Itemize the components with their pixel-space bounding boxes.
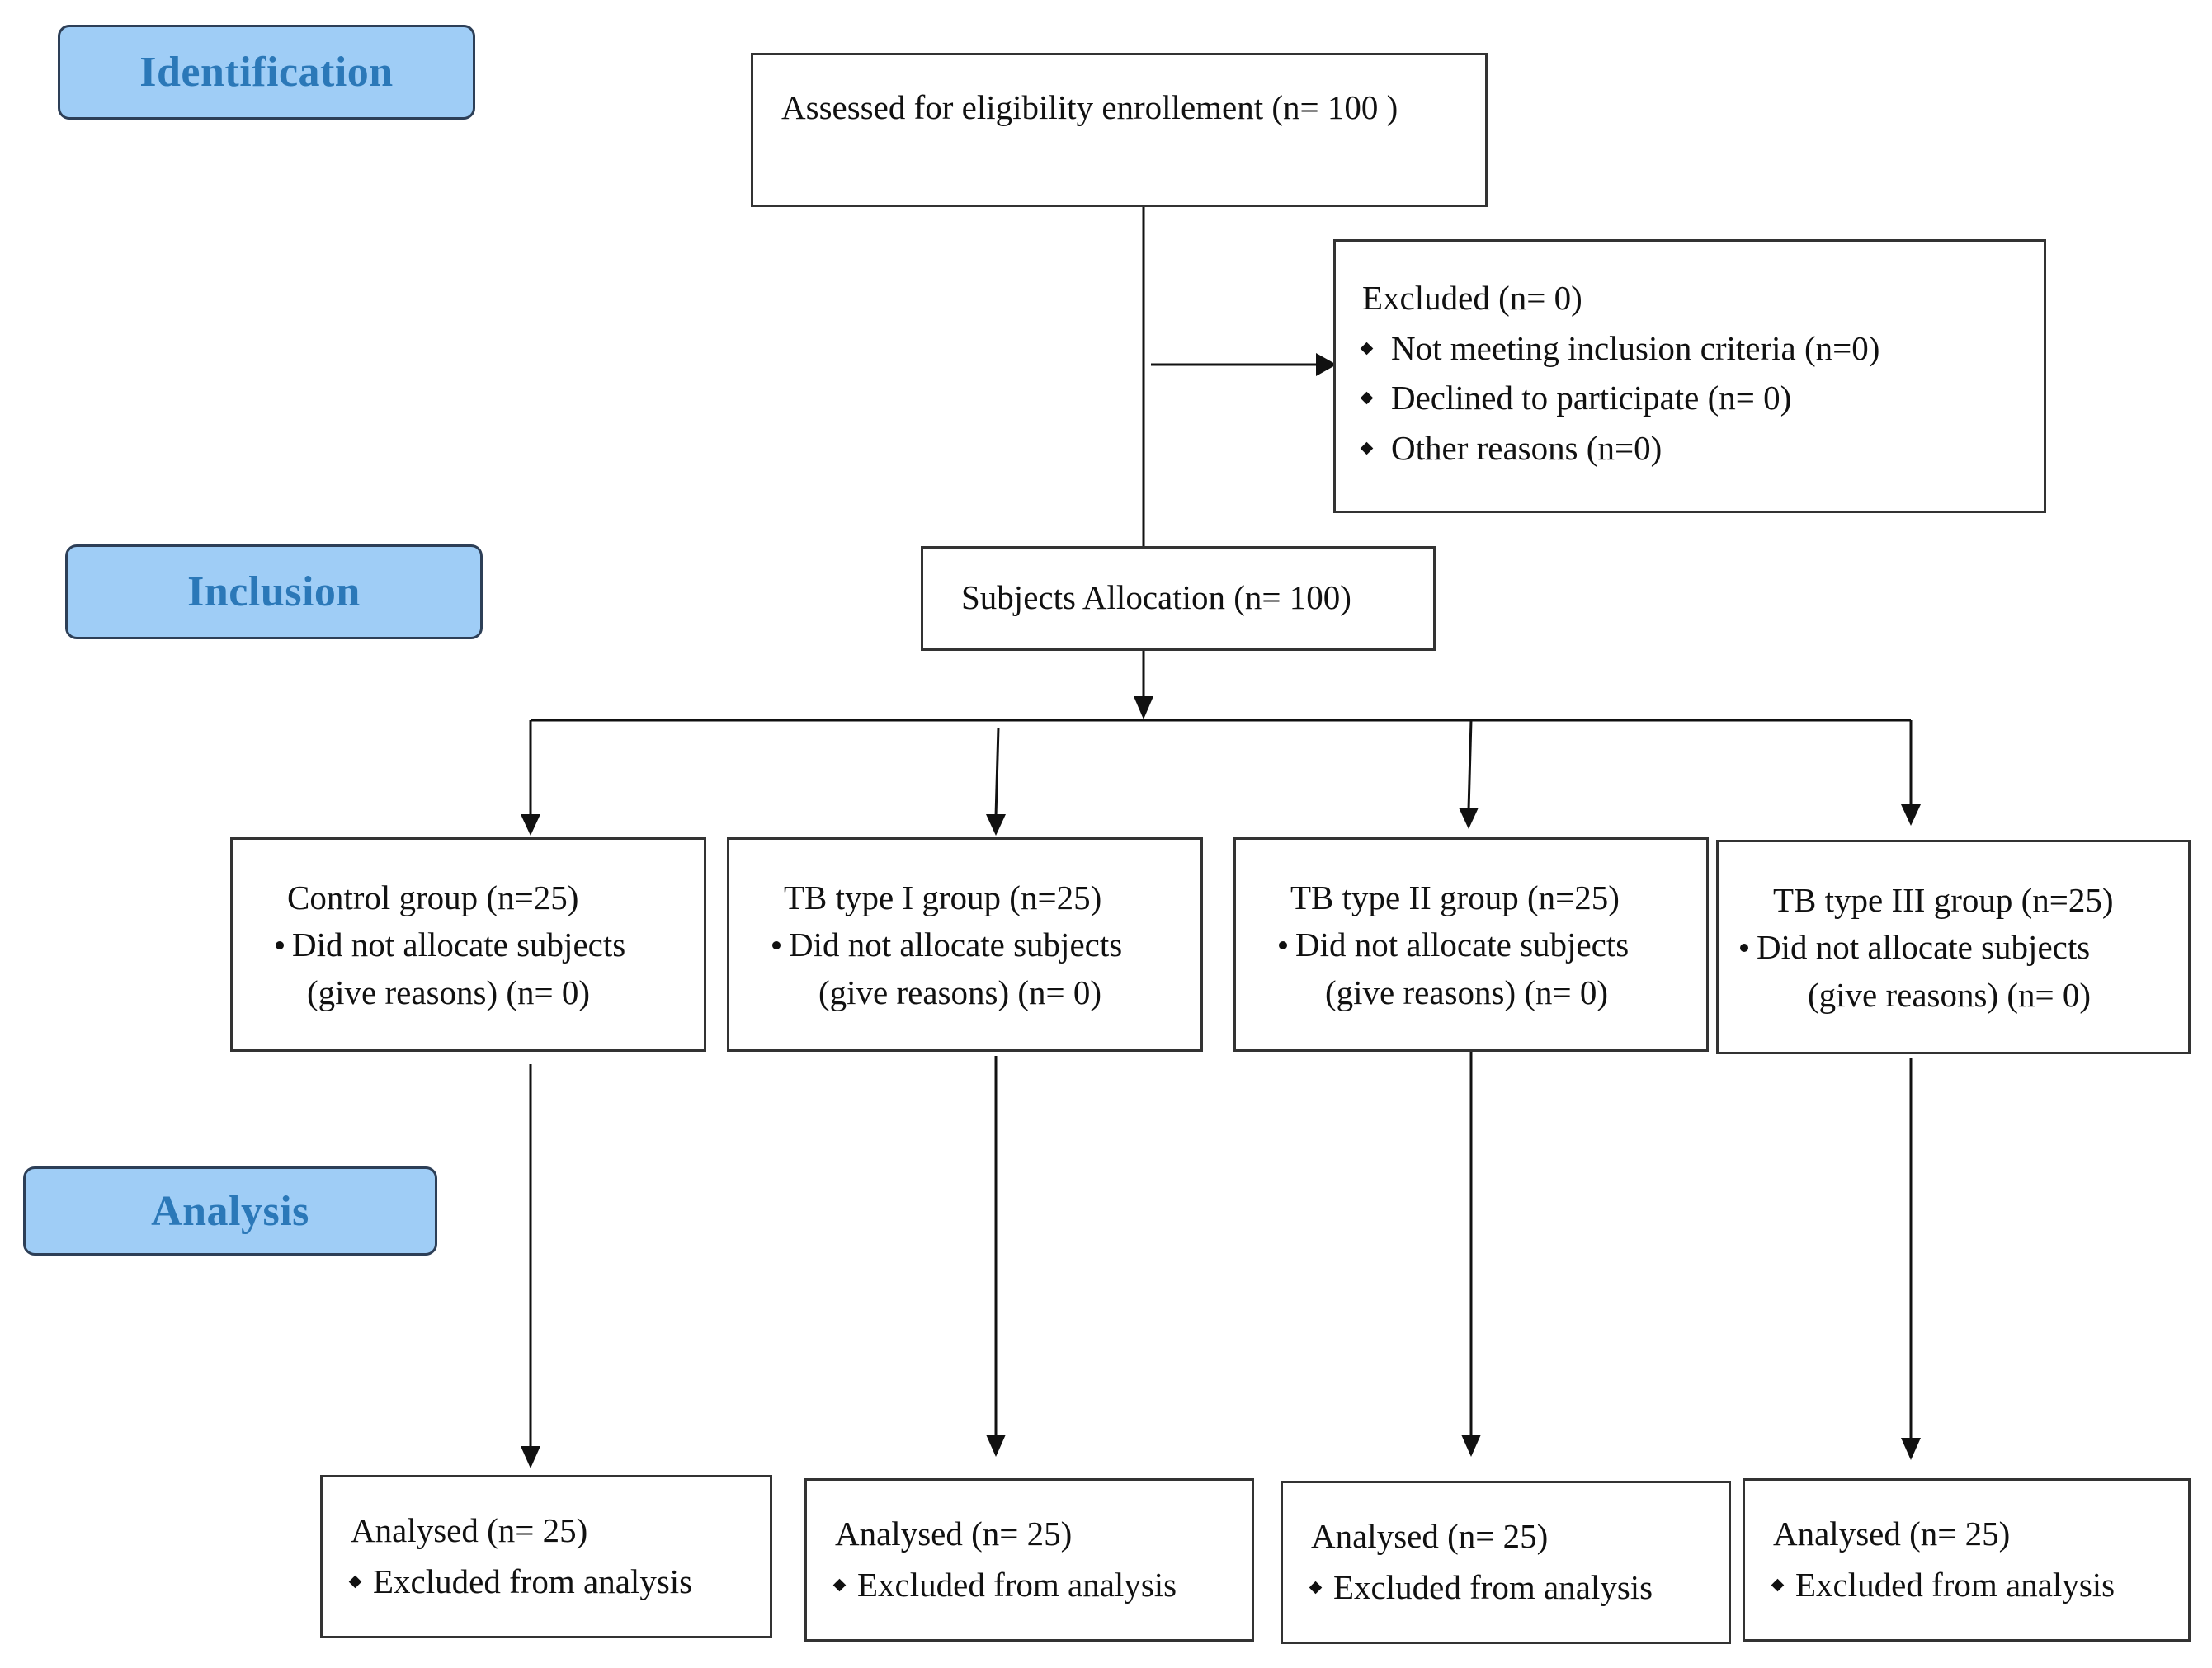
group-bullet-text: Did not allocate subjects bbox=[1757, 928, 2091, 967]
group-title: TB type III group (n=25) bbox=[1773, 881, 2114, 919]
group-title: TB type II group (n=25) bbox=[1290, 879, 1620, 916]
arrowhead-tb1 bbox=[986, 814, 1006, 836]
group-box-tb-type-1: TB type I group (n=25) Did not allocate … bbox=[727, 837, 1203, 1052]
allocation-box: Subjects Allocation (n= 100) bbox=[921, 546, 1436, 651]
arrowhead-analysed-control bbox=[521, 1446, 540, 1468]
enrollment-box: Assessed for eligibility enrollement (n=… bbox=[751, 53, 1488, 207]
group-reason: (give reasons) (n= 0) bbox=[307, 973, 591, 1011]
analysed-title: Analysed (n= 25) bbox=[351, 1511, 588, 1549]
group-title: Control group (n=25) bbox=[287, 879, 579, 916]
analysed-title: Analysed (n= 25) bbox=[1773, 1515, 2011, 1553]
connector-drop-tb2 bbox=[1467, 719, 1473, 811]
arrowhead-analysed-tb2 bbox=[1461, 1435, 1481, 1457]
excluded-reason-item: Not meeting inclusion criteria (n=0) bbox=[1360, 323, 2044, 374]
group-title: TB type I group (n=25) bbox=[784, 879, 1102, 916]
diamond-bullet-icon bbox=[1360, 342, 1374, 356]
group-bullet-text: Did not allocate subjects bbox=[789, 926, 1123, 964]
analysed-item: Excluded from analysis bbox=[832, 1560, 1252, 1611]
arrowhead-analysed-tb3 bbox=[1901, 1438, 1921, 1460]
excluded-box: Excluded (n= 0) Not meeting inclusion cr… bbox=[1333, 239, 2046, 513]
group-bullet-text: Did not allocate subjects bbox=[292, 926, 626, 964]
excluded-reason-text: Other reasons (n=0) bbox=[1391, 429, 1663, 468]
group-bullet-line: Did not allocate subjects bbox=[1279, 921, 1706, 968]
stage-label-identification: Identification bbox=[58, 25, 475, 120]
arrowhead-tb3 bbox=[1901, 804, 1921, 826]
diamond-bullet-icon bbox=[832, 1578, 847, 1591]
allocation-text: Subjects Allocation (n= 100) bbox=[961, 578, 1351, 616]
group-bullet-line: Did not allocate subjects bbox=[1740, 924, 2188, 971]
diamond-bullet-icon bbox=[348, 1575, 362, 1588]
analysed-box-tb-type-2: Analysed (n= 25) Excluded from analysis bbox=[1281, 1481, 1731, 1644]
analysed-title: Analysed (n= 25) bbox=[1311, 1517, 1549, 1555]
excluded-reason-text: Not meeting inclusion criteria (n=0) bbox=[1391, 328, 1880, 367]
bullet-dot-icon bbox=[1740, 943, 1748, 952]
arrowhead-analysed-tb1 bbox=[986, 1435, 1006, 1457]
analysed-item-text: Excluded from analysis bbox=[857, 1565, 1177, 1604]
stage-label-inclusion: Inclusion bbox=[65, 544, 483, 639]
excluded-reasons-list: Not meeting inclusion criteria (n=0) Dec… bbox=[1360, 323, 2044, 474]
group-bullet-line: Did not allocate subjects bbox=[772, 921, 1200, 968]
arrowhead-excluded bbox=[1316, 353, 1337, 376]
diamond-bullet-icon bbox=[1360, 392, 1374, 405]
group-box-control: Control group (n=25) Did not allocate su… bbox=[230, 837, 706, 1052]
group-reason: (give reasons) (n= 0) bbox=[818, 973, 1102, 1011]
arrowhead-tb2 bbox=[1459, 808, 1479, 829]
enrollment-text: Assessed for eligibility enrollement (n=… bbox=[781, 88, 1398, 126]
analysed-title: Analysed (n= 25) bbox=[835, 1515, 1073, 1553]
analysed-box-tb-type-3: Analysed (n= 25) Excluded from analysis bbox=[1743, 1478, 2191, 1642]
analysed-box-tb-type-1: Analysed (n= 25) Excluded from analysis bbox=[804, 1478, 1254, 1642]
group-reason: (give reasons) (n= 0) bbox=[1808, 975, 2092, 1014]
analysed-item-text: Excluded from analysis bbox=[1795, 1565, 2115, 1604]
excluded-title: Excluded (n= 0) bbox=[1362, 279, 1582, 317]
excluded-reason-item: Declined to participate (n= 0) bbox=[1360, 373, 2044, 423]
group-box-tb-type-2: TB type II group (n=25) Did not allocate… bbox=[1233, 837, 1709, 1052]
diamond-bullet-icon bbox=[1360, 441, 1374, 455]
bullet-dot-icon bbox=[772, 940, 781, 949]
bullet-dot-icon bbox=[1279, 940, 1287, 949]
analysed-item-text: Excluded from analysis bbox=[1333, 1567, 1653, 1606]
bullet-dot-icon bbox=[276, 940, 284, 949]
analysed-box-control: Analysed (n= 25) Excluded from analysis bbox=[320, 1475, 772, 1638]
stage-label-analysis: Analysis bbox=[23, 1166, 437, 1256]
excluded-reason-text: Declined to participate (n= 0) bbox=[1391, 379, 1792, 417]
group-bullet-line: Did not allocate subjects bbox=[276, 921, 704, 968]
excluded-reason-item: Other reasons (n=0) bbox=[1360, 423, 2044, 474]
analysed-item-text: Excluded from analysis bbox=[373, 1562, 693, 1600]
diamond-bullet-icon bbox=[1771, 1578, 1785, 1591]
analysed-item: Excluded from analysis bbox=[348, 1557, 770, 1608]
analysed-item: Excluded from analysis bbox=[1309, 1562, 1729, 1614]
arrowhead-control bbox=[521, 814, 540, 836]
group-box-tb-type-3: TB type III group (n=25) Did not allocat… bbox=[1716, 840, 2191, 1054]
group-bullet-text: Did not allocate subjects bbox=[1295, 926, 1630, 964]
group-reason: (give reasons) (n= 0) bbox=[1325, 973, 1609, 1011]
analysed-item: Excluded from analysis bbox=[1771, 1560, 2188, 1611]
diamond-bullet-icon bbox=[1309, 1581, 1323, 1594]
connector-drop-tb1 bbox=[994, 727, 1000, 818]
arrowhead-allocation bbox=[1134, 696, 1153, 719]
